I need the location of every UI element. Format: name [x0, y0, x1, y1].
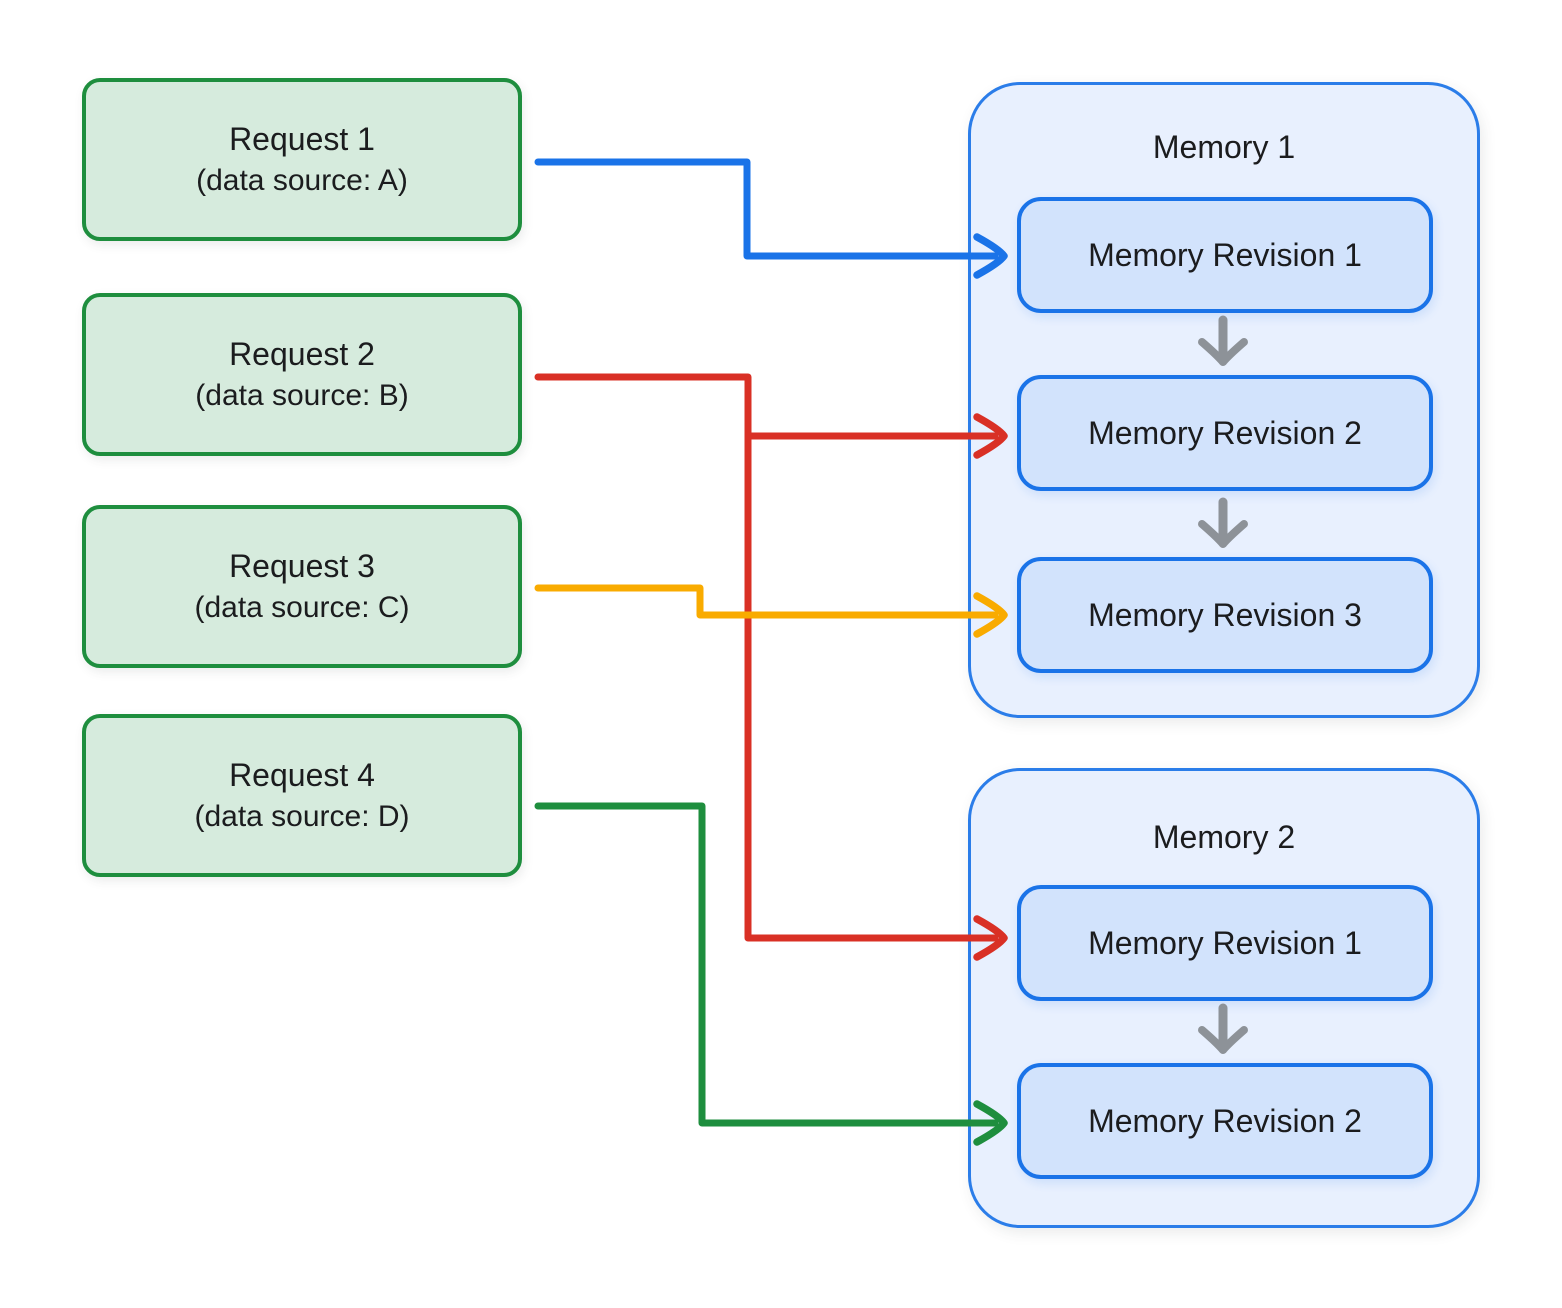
request-1-box: Request 1 (data source: A)	[82, 78, 522, 241]
request-2-title: Request 2	[229, 335, 375, 372]
request-2-subtitle: (data source: B)	[195, 379, 409, 413]
red-connector-request2	[534, 373, 1008, 961]
memory-2-revision-2-box: Memory Revision 2	[1017, 1063, 1433, 1179]
green-connector-request4	[534, 802, 1008, 1146]
memory-1-revision-1-box: Memory Revision 1	[1017, 197, 1433, 313]
request-4-title: Request 4	[229, 756, 375, 793]
memory-2-revision-1-box: Memory Revision 1	[1017, 885, 1433, 1001]
red-connector-line	[534, 373, 999, 942]
memory-2-title: Memory 2	[1152, 819, 1296, 855]
request-3-subtitle: (data source: C)	[194, 591, 410, 625]
memory-1-group: Memory 1 Memory Revision 1 Memory Revisi…	[968, 82, 1480, 718]
yellow-connector-line	[534, 584, 999, 619]
memory-1-title: Memory 1	[1152, 129, 1296, 165]
memory-2-group: Memory 2 Memory Revision 1 Memory Revisi…	[968, 768, 1480, 1228]
request-2-box: Request 2 (data source: B)	[82, 293, 522, 456]
request-4-subtitle: (data source: D)	[194, 800, 410, 834]
request-3-box: Request 3 (data source: C)	[82, 505, 522, 668]
blue-connector-request1	[534, 158, 1008, 279]
request-3-title: Request 3	[229, 547, 375, 584]
blue-connector-line	[534, 158, 999, 260]
memory-1-revision-3-box: Memory Revision 3	[1017, 557, 1433, 673]
yellow-connector-request3	[534, 584, 1008, 638]
request-1-subtitle: (data source: A)	[196, 164, 408, 198]
memory-1-revision-2-box: Memory Revision 2	[1017, 375, 1433, 491]
request-4-box: Request 4 (data source: D)	[82, 714, 522, 877]
request-1-title: Request 1	[229, 120, 375, 157]
green-connector-line	[534, 802, 999, 1127]
